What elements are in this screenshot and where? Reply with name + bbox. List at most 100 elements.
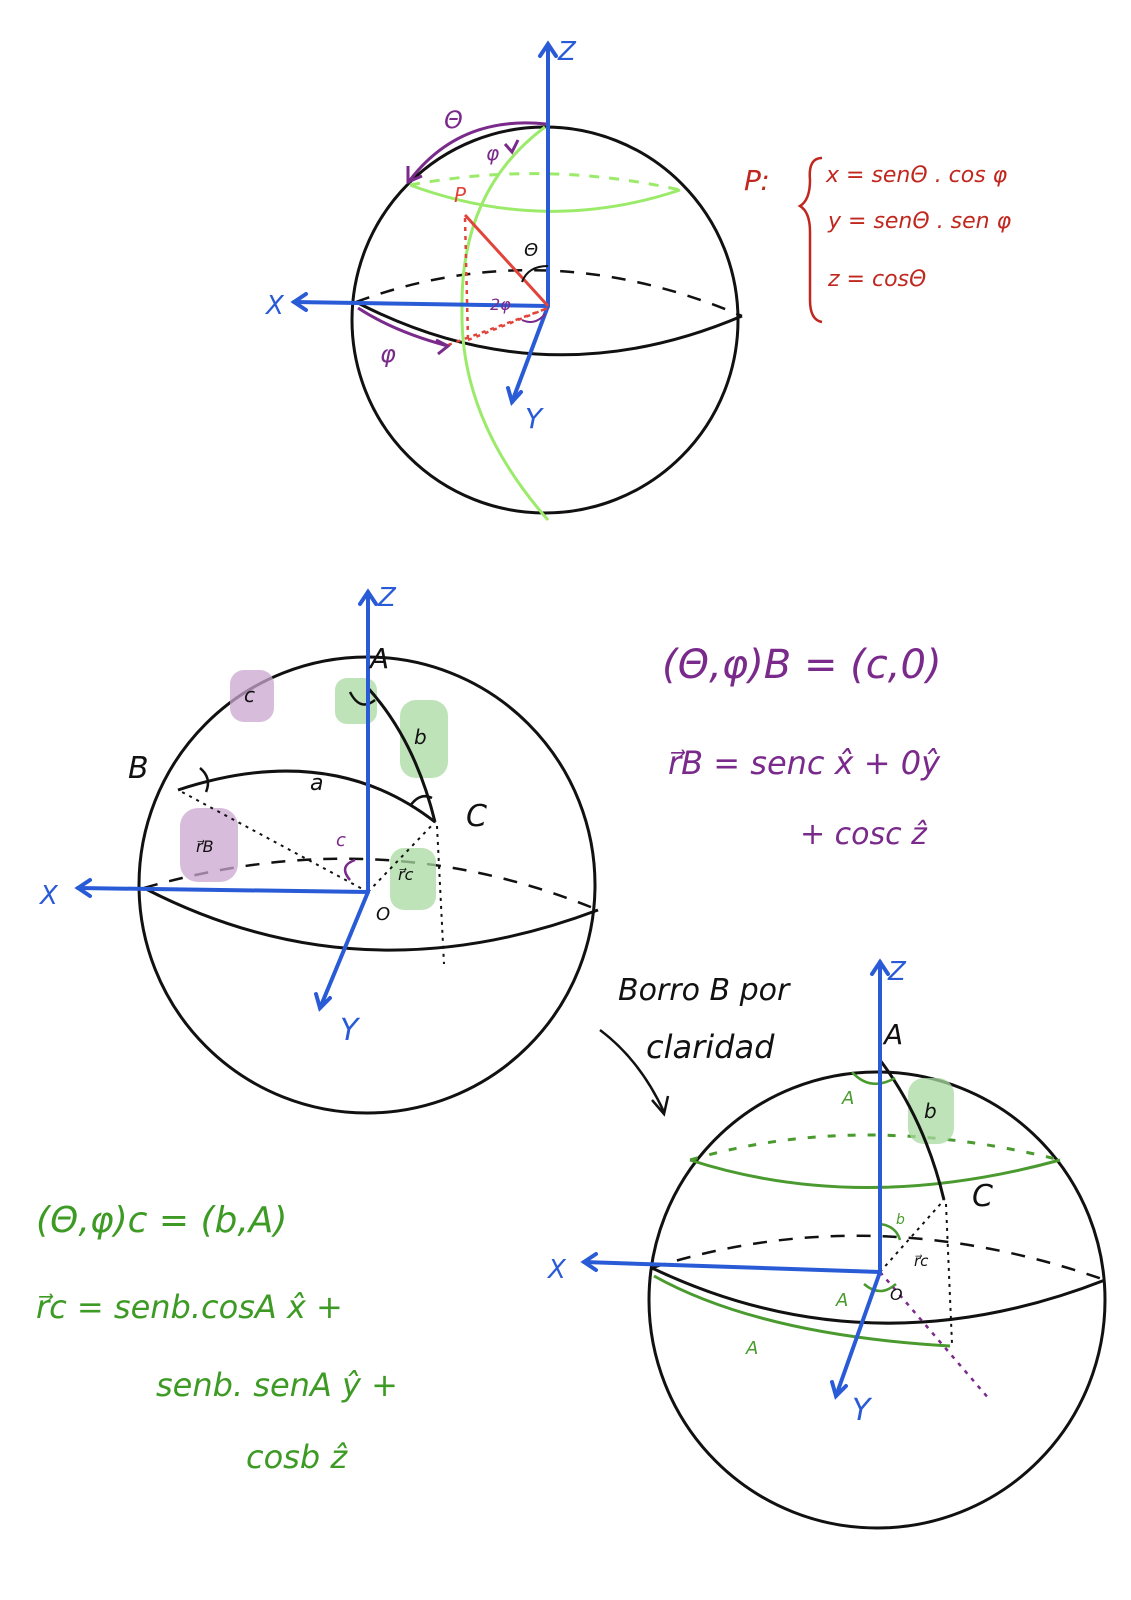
sphere-3-y-axis [834, 1270, 882, 1398]
sphere-3-x-axis [582, 1260, 882, 1274]
eq-c-vector-3: cosb ẑ [246, 1438, 348, 1476]
sphere-3-z-label: Z [887, 957, 907, 987]
label-origin: O [376, 904, 390, 925]
sphere-2-arc-a [177, 769, 436, 824]
sphere-1-theta-arrowhead [406, 166, 423, 185]
sphere-2-x-axis [76, 886, 370, 894]
eq-c-coords: (Θ,φ)c = (b,A) [36, 1200, 287, 1241]
eq-b-vector-2: + cosc ẑ [800, 817, 928, 852]
sphere-1-x-label: X [264, 291, 285, 321]
eq-red-prefix: P: [744, 164, 770, 197]
sphere-3-equator-arc [653, 1274, 951, 1348]
sphere-3-label-a-angle-origin: A [835, 1290, 848, 1311]
note-line-1: Borro B por [618, 973, 791, 1008]
sphere-1-theta-inner-label: Θ [524, 240, 538, 261]
equations-purple: (Θ,φ)B = (c,0) r⃗B = senc x̂ + 0ŷ + cosc… [662, 642, 942, 852]
sphere-1-y-axis [510, 304, 550, 404]
sphere-3-angle-b-small [879, 1222, 902, 1241]
eq-c-vector-1: r⃗c = senb.cosA x̂ + [36, 1288, 343, 1326]
sphere-1-phi-bottom-label: φ [380, 340, 396, 368]
sphere-2-y-axis [318, 890, 370, 1010]
sphere-2-x-arrowhead [74, 878, 92, 898]
eq-c-vector-2: senb. senA ŷ + [156, 1366, 398, 1404]
sphere-1-y-arrowhead [506, 386, 523, 407]
sphere-3-projection-ground [879, 1271, 991, 1401]
highlight-rb [180, 808, 238, 882]
sphere-3-x-arrowhead [580, 1252, 598, 1272]
diagram-3: Z X Y A A b b C O r⃗c A A [546, 957, 1107, 1530]
sphere-1-phi-arc [357, 306, 449, 348]
sphere-2-y-arrowhead [314, 992, 332, 1012]
sphere-3-label-b-small: b [896, 1212, 905, 1228]
vector-rc [367, 821, 436, 893]
sphere-3-label-a-equator: A [745, 1338, 758, 1359]
eq-b-vector-1: r⃗B = senc x̂ + 0ŷ [668, 744, 941, 782]
note-clarity: Borro B por claridad [599, 973, 791, 1117]
label-a-vertex: A [368, 642, 389, 675]
sphere-2-equator-front [143, 886, 599, 952]
equations-green: (Θ,φ)c = (b,A) r⃗c = senb.cosA x̂ + senb… [36, 1200, 398, 1476]
sphere-3-y-arrowhead [830, 1380, 848, 1400]
sphere-3-label-b: b [924, 1099, 937, 1123]
label-a-side: a [310, 771, 323, 796]
note-arrowhead [651, 1095, 670, 1117]
sphere-1-y-label: Y [525, 402, 544, 435]
angle-a-arc [348, 691, 376, 706]
label-rb: r⃗B [196, 837, 214, 856]
highlight-rc [390, 848, 436, 910]
sphere-3-y-label: Y [852, 1393, 873, 1428]
eq-red-z: z = cosΘ [827, 267, 926, 292]
note-line-2: claridad [646, 1028, 775, 1066]
sphere-1-theta-inner-arc [521, 265, 549, 283]
sphere-1-equator-front [355, 300, 743, 357]
sphere-3-vector-rc [879, 1199, 945, 1273]
sphere-3-label-rc: r⃗c [914, 1252, 929, 1270]
sphere-1-phi-top-label: φ [486, 141, 499, 165]
sphere-3-equator-back [651, 1234, 1106, 1282]
label-b-side: b [414, 725, 427, 749]
sphere-2-arc-b [366, 686, 437, 823]
sphere-1-phi-top-mark [503, 139, 520, 155]
note-arrow [599, 1029, 666, 1113]
sphere-3-label-origin: O [890, 1285, 903, 1304]
sphere-2-z-arrowhead [358, 588, 378, 606]
eq-b-coords: (Θ,φ)B = (c,0) [662, 642, 942, 688]
sphere-1-theta-arc [408, 121, 547, 181]
label-b-vertex: B [128, 751, 149, 786]
eq-red-y: y = senΘ . sen φ [827, 209, 1012, 234]
sphere-3-projection-c [945, 1203, 953, 1345]
sphere-1-outline [350, 125, 740, 515]
sphere-1-phi-inner-arc [521, 313, 546, 323]
label-c-vertex: C [466, 799, 487, 834]
angle-c-center-arc [343, 858, 356, 881]
sphere-1-latitude-circle [409, 183, 681, 213]
sphere-3-x-label: X [546, 1255, 567, 1285]
sphere-1-radius-vector [463, 213, 550, 308]
vector-rb [181, 791, 369, 893]
sphere-2-y-label: Y [340, 1013, 361, 1048]
sphere-3-label-c: C [972, 1179, 993, 1214]
label-c-highlight: c [244, 683, 255, 707]
sphere-3-latitude-front [689, 1158, 1061, 1189]
sphere-2-z-label: Z [377, 583, 397, 613]
angle-b-arc [199, 767, 210, 793]
label-c-angle: c [336, 830, 346, 851]
sphere-3-latitude-back [689, 1133, 1061, 1162]
sphere-3-z-arrowhead [870, 958, 890, 976]
highlight-c [230, 670, 274, 722]
eq-red-x: x = senΘ . cos φ [825, 163, 1008, 188]
sphere-1-latitude-back [409, 172, 681, 192]
sphere-1-x-arrowhead [290, 292, 308, 312]
sphere-1-theta-label: Θ [444, 106, 463, 134]
sphere-3-label-a-vertex: A [882, 1018, 903, 1051]
diagram-2: Z X Y A B C O a b c c r⃗B r⃗c [38, 583, 599, 1115]
sphere-3-outline [647, 1070, 1107, 1530]
sphere-1-z-label: Z [557, 37, 577, 67]
label-rc: r⃗c [398, 865, 414, 884]
sphere-2-x-label: X [38, 881, 59, 911]
sphere-3-label-a-angle-top: A [841, 1088, 854, 1109]
sphere-3-angle-a-origin [863, 1283, 897, 1293]
equations-red: P: x = senΘ . cos φ y = senΘ . sen φ z =… [744, 156, 1012, 324]
sphere-1-phi-inner-label: 2φ [490, 295, 511, 314]
